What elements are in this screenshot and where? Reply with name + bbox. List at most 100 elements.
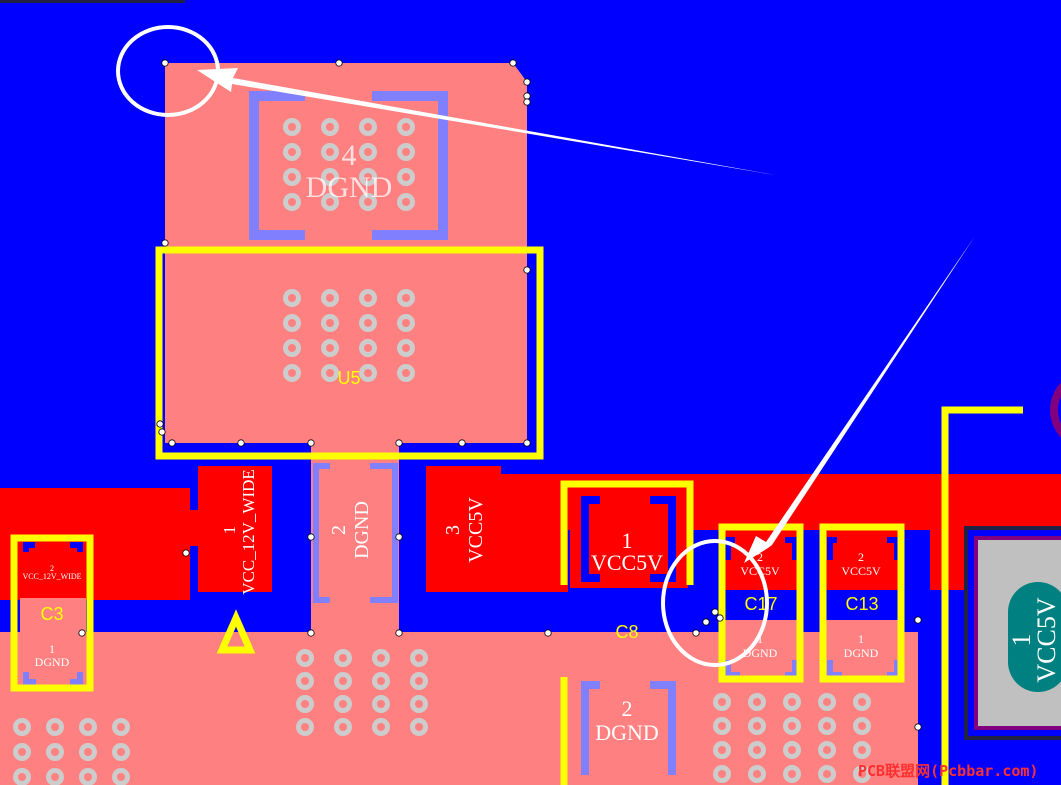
vertex-handle[interactable] [237, 439, 245, 447]
via [321, 143, 339, 161]
vertex-handle[interactable] [692, 629, 700, 637]
right-component [964, 382, 1061, 740]
via [296, 718, 314, 736]
u5-silkscreen-box [155, 246, 544, 460]
vertex-handle[interactable] [523, 266, 531, 274]
c8-silkscreen-top [560, 480, 694, 585]
vertex-handle[interactable] [156, 420, 164, 428]
vertex-handle[interactable] [78, 629, 86, 637]
c8-pad1-outline [581, 496, 676, 582]
vertex-handle[interactable] [161, 59, 169, 67]
via [818, 741, 836, 759]
via [321, 364, 339, 382]
via [296, 695, 314, 713]
via [748, 717, 766, 735]
vertex-handle[interactable] [395, 629, 403, 637]
via [13, 768, 31, 785]
via [783, 741, 801, 759]
vertex-handle[interactable] [307, 439, 315, 447]
via [13, 718, 31, 736]
c8-designator: C8 [615, 622, 638, 642]
via [334, 649, 352, 667]
pin1-marker [216, 609, 256, 654]
via [296, 672, 314, 690]
via [321, 193, 339, 211]
vertex-handle[interactable] [161, 239, 169, 247]
via [359, 314, 377, 332]
via [296, 649, 314, 667]
via [372, 718, 390, 736]
vertex-handle[interactable] [914, 616, 922, 624]
via [397, 168, 415, 186]
via [283, 143, 301, 161]
right-pad1-net: VCC5V [1032, 597, 1061, 682]
vertex-handle[interactable] [523, 92, 531, 100]
vertex-handle[interactable] [914, 723, 922, 731]
via [397, 364, 415, 382]
vertex-handle[interactable] [544, 629, 552, 637]
annotation-circle-c17 [661, 539, 769, 667]
via [321, 314, 339, 332]
vertex-handle[interactable] [168, 439, 176, 447]
vertex-handle[interactable] [716, 614, 724, 622]
vertex-handle[interactable] [158, 428, 166, 436]
via [79, 743, 97, 761]
via [748, 693, 766, 711]
via [321, 168, 339, 186]
c13-pad2-number: 2 [858, 550, 864, 564]
via [283, 364, 301, 382]
via [321, 339, 339, 357]
right-silkscreen-edge [941, 406, 1023, 785]
vertex-handle[interactable] [395, 533, 403, 541]
pad4-net: DGND [306, 171, 393, 204]
pin2-outline [313, 463, 398, 603]
vertex-handle[interactable] [458, 439, 466, 447]
via [283, 289, 301, 307]
via [283, 168, 301, 186]
via [713, 765, 731, 783]
vertex-handle[interactable] [523, 439, 531, 447]
vertex-handle[interactable] [307, 533, 315, 541]
u5-pin2-net: DGND [351, 501, 373, 559]
top-edge-bar [0, 0, 185, 3]
via [79, 718, 97, 736]
via [397, 193, 415, 211]
pad4-outline [249, 91, 448, 240]
c3-designator: C3 [40, 604, 63, 624]
via [713, 717, 731, 735]
vertex-handle[interactable] [702, 618, 710, 626]
pad4-number: 4 [342, 139, 357, 172]
u5-pin1-net: VCC_12V_WIDE [239, 469, 258, 595]
vertex-handle[interactable] [335, 59, 343, 67]
via [853, 693, 871, 711]
via [818, 765, 836, 783]
via [359, 193, 377, 211]
via [783, 717, 801, 735]
via [372, 672, 390, 690]
via [713, 741, 731, 759]
c17-silkscreen-box [718, 523, 804, 683]
via [397, 339, 415, 357]
c13-designator: C13 [845, 594, 878, 614]
vertex-handle[interactable] [509, 59, 517, 67]
right-pad1-number: 1 [1007, 634, 1036, 647]
vertex-handle[interactable] [395, 439, 403, 447]
via-field [13, 118, 871, 785]
via [112, 743, 130, 761]
c17-pad1-number: 1 [757, 632, 763, 646]
c3-silkscreen-box [10, 534, 94, 692]
vertex-handle[interactable] [182, 549, 190, 557]
via [853, 741, 871, 759]
via [818, 693, 836, 711]
vertex-handle[interactable] [711, 608, 719, 616]
c17-designator: C17 [744, 594, 777, 614]
vertex-handle[interactable] [523, 78, 531, 86]
vertex-handle[interactable] [307, 629, 315, 637]
via [853, 717, 871, 735]
via [783, 765, 801, 783]
via [321, 118, 339, 136]
vertex-handle[interactable] [523, 98, 531, 106]
via [334, 672, 352, 690]
via [853, 765, 871, 783]
